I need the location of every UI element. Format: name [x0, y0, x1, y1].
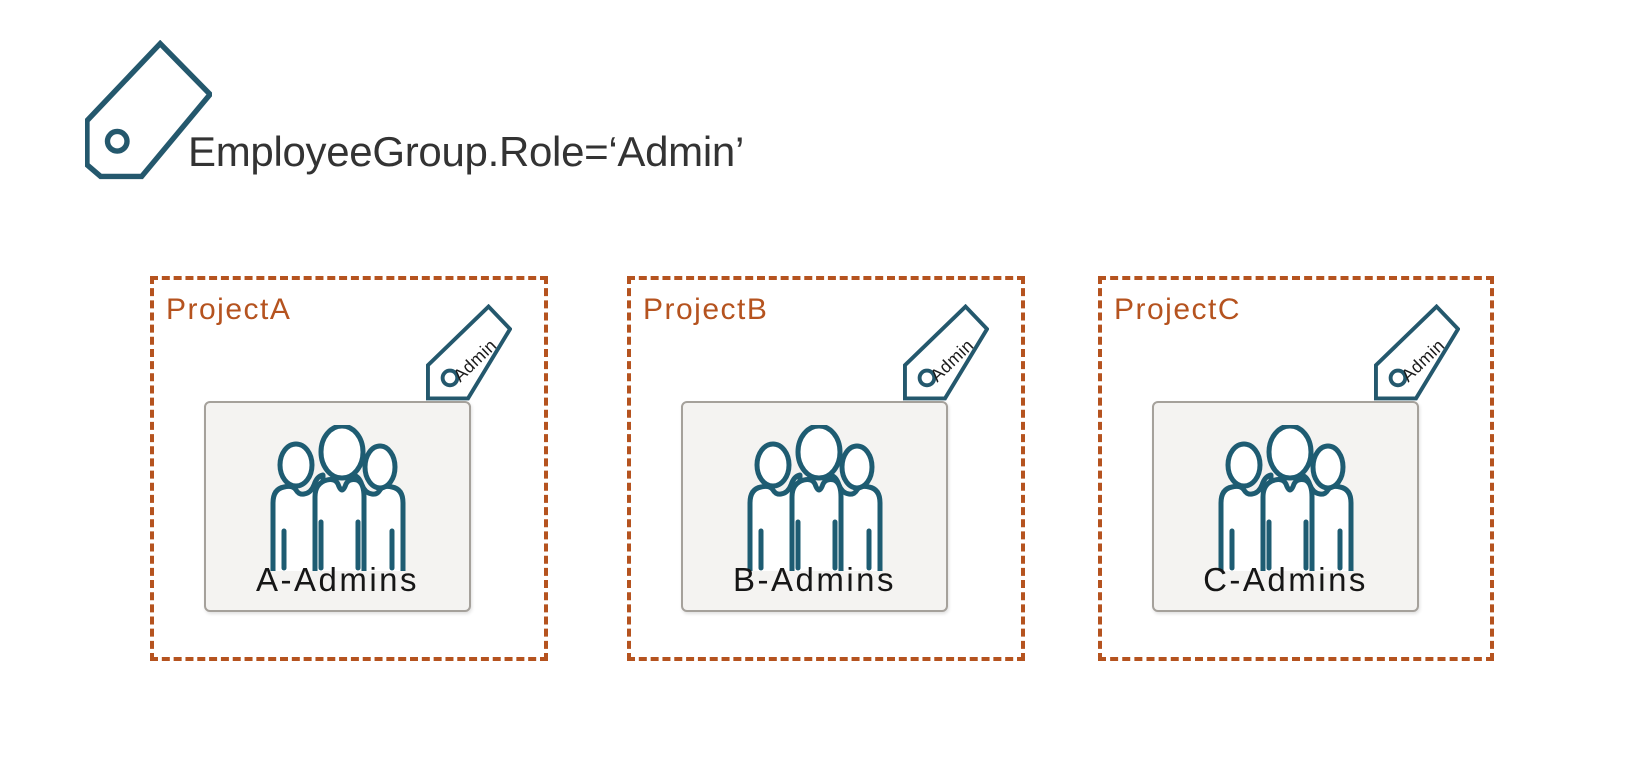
tag-icon [85, 40, 212, 180]
admin-tag-icon: Admin [903, 304, 989, 401]
tag-hole [917, 368, 937, 388]
project-box-a: ProjectA A-Admins Admin [150, 276, 548, 661]
project-name: ProjectA [166, 293, 292, 326]
people-group-icon [1218, 425, 1353, 571]
project-name: ProjectC [1114, 293, 1242, 326]
tag-outline [85, 40, 212, 180]
policy-tag-label: EmployeeGroup.Role=‘Admin’ [188, 128, 744, 175]
group-name-label: A-Admins [255, 561, 420, 598]
group-card: C-Admins Admin [1152, 304, 1460, 612]
admin-tag-icon: Admin [1374, 304, 1460, 401]
group-card: A-Admins Admin [204, 304, 512, 612]
group-card: B-Admins Admin [681, 304, 989, 612]
tag-hole [440, 368, 460, 388]
tag-hole [1388, 368, 1408, 388]
project-box-c: ProjectC C-Admins Admin [1098, 276, 1494, 661]
group-name-label: C-Admins [1203, 561, 1368, 598]
admin-tag-icon: Admin [426, 304, 512, 401]
people-group-icon [747, 425, 882, 571]
group-name-label: B-Admins [732, 561, 897, 598]
project-name: ProjectB [643, 293, 769, 326]
tag-hole [104, 128, 130, 154]
people-group-icon [270, 425, 405, 571]
project-box-b: ProjectB B-Admins Admin [627, 276, 1025, 661]
